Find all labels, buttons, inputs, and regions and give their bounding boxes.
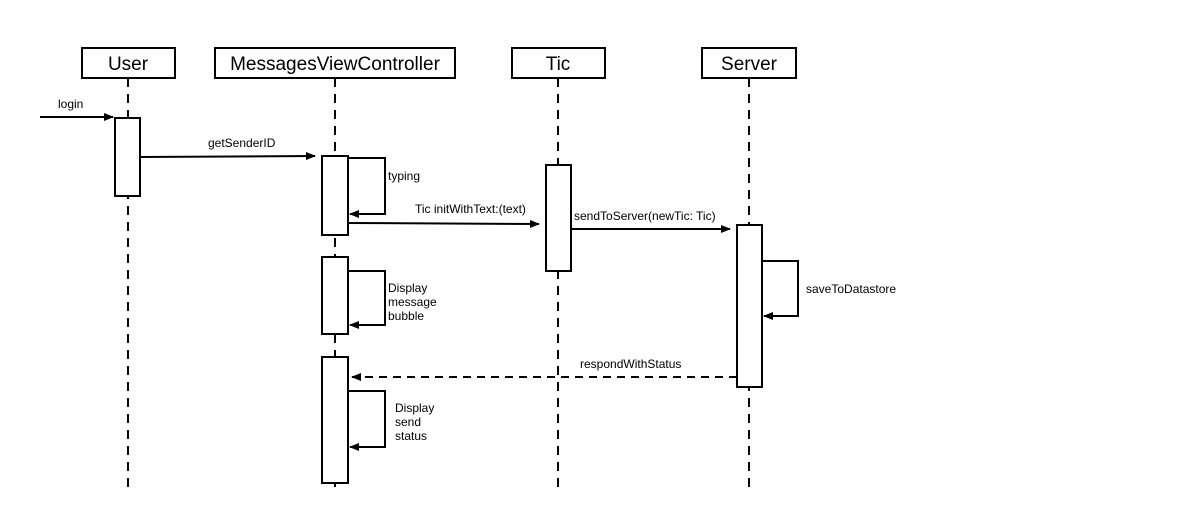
participant-tic-label: Tic [546, 54, 571, 75]
activation-server [736, 224, 763, 388]
message-respondwithstatus-label: respondWithStatus [580, 357, 681, 371]
activation-tic [545, 164, 572, 272]
participant-user-label: User [108, 54, 149, 75]
message-login-label: login [58, 97, 83, 111]
activation-mvc-3 [321, 356, 349, 484]
message-sendtoserver-label: sendToServer(newTic: Tic) [574, 209, 716, 223]
activation-mvc-1 [321, 155, 349, 236]
message-savetodatastore-arrow [762, 260, 799, 320]
message-display-status-label: Display send status [395, 401, 438, 443]
participant-messagesviewcontroller: MessagesViewController [214, 47, 456, 79]
participant-server: Server [701, 47, 797, 79]
message-getsenderid-label: getSenderID [208, 136, 276, 150]
participant-server-label: Server [721, 54, 778, 75]
activation-mvc-2 [321, 256, 349, 335]
message-display-bubble-arrow [348, 270, 386, 329]
activation-user [114, 117, 141, 197]
participant-tic: Tic [511, 47, 606, 79]
participant-mvc-label: MessagesViewController [230, 54, 440, 75]
message-display-status-arrow [348, 390, 386, 451]
message-tic-init-label: Tic initWithText:(text) [415, 202, 526, 216]
message-display-bubble-label: Display message bubble [388, 281, 440, 323]
message-savetodatastore-label: saveToDatastore [806, 282, 896, 296]
message-typing-arrow [348, 157, 386, 218]
message-getsenderid-arrow [139, 152, 316, 161]
message-tic-init-arrow [347, 219, 540, 228]
message-typing-label: typing [388, 169, 420, 183]
participant-user: User [81, 47, 176, 79]
